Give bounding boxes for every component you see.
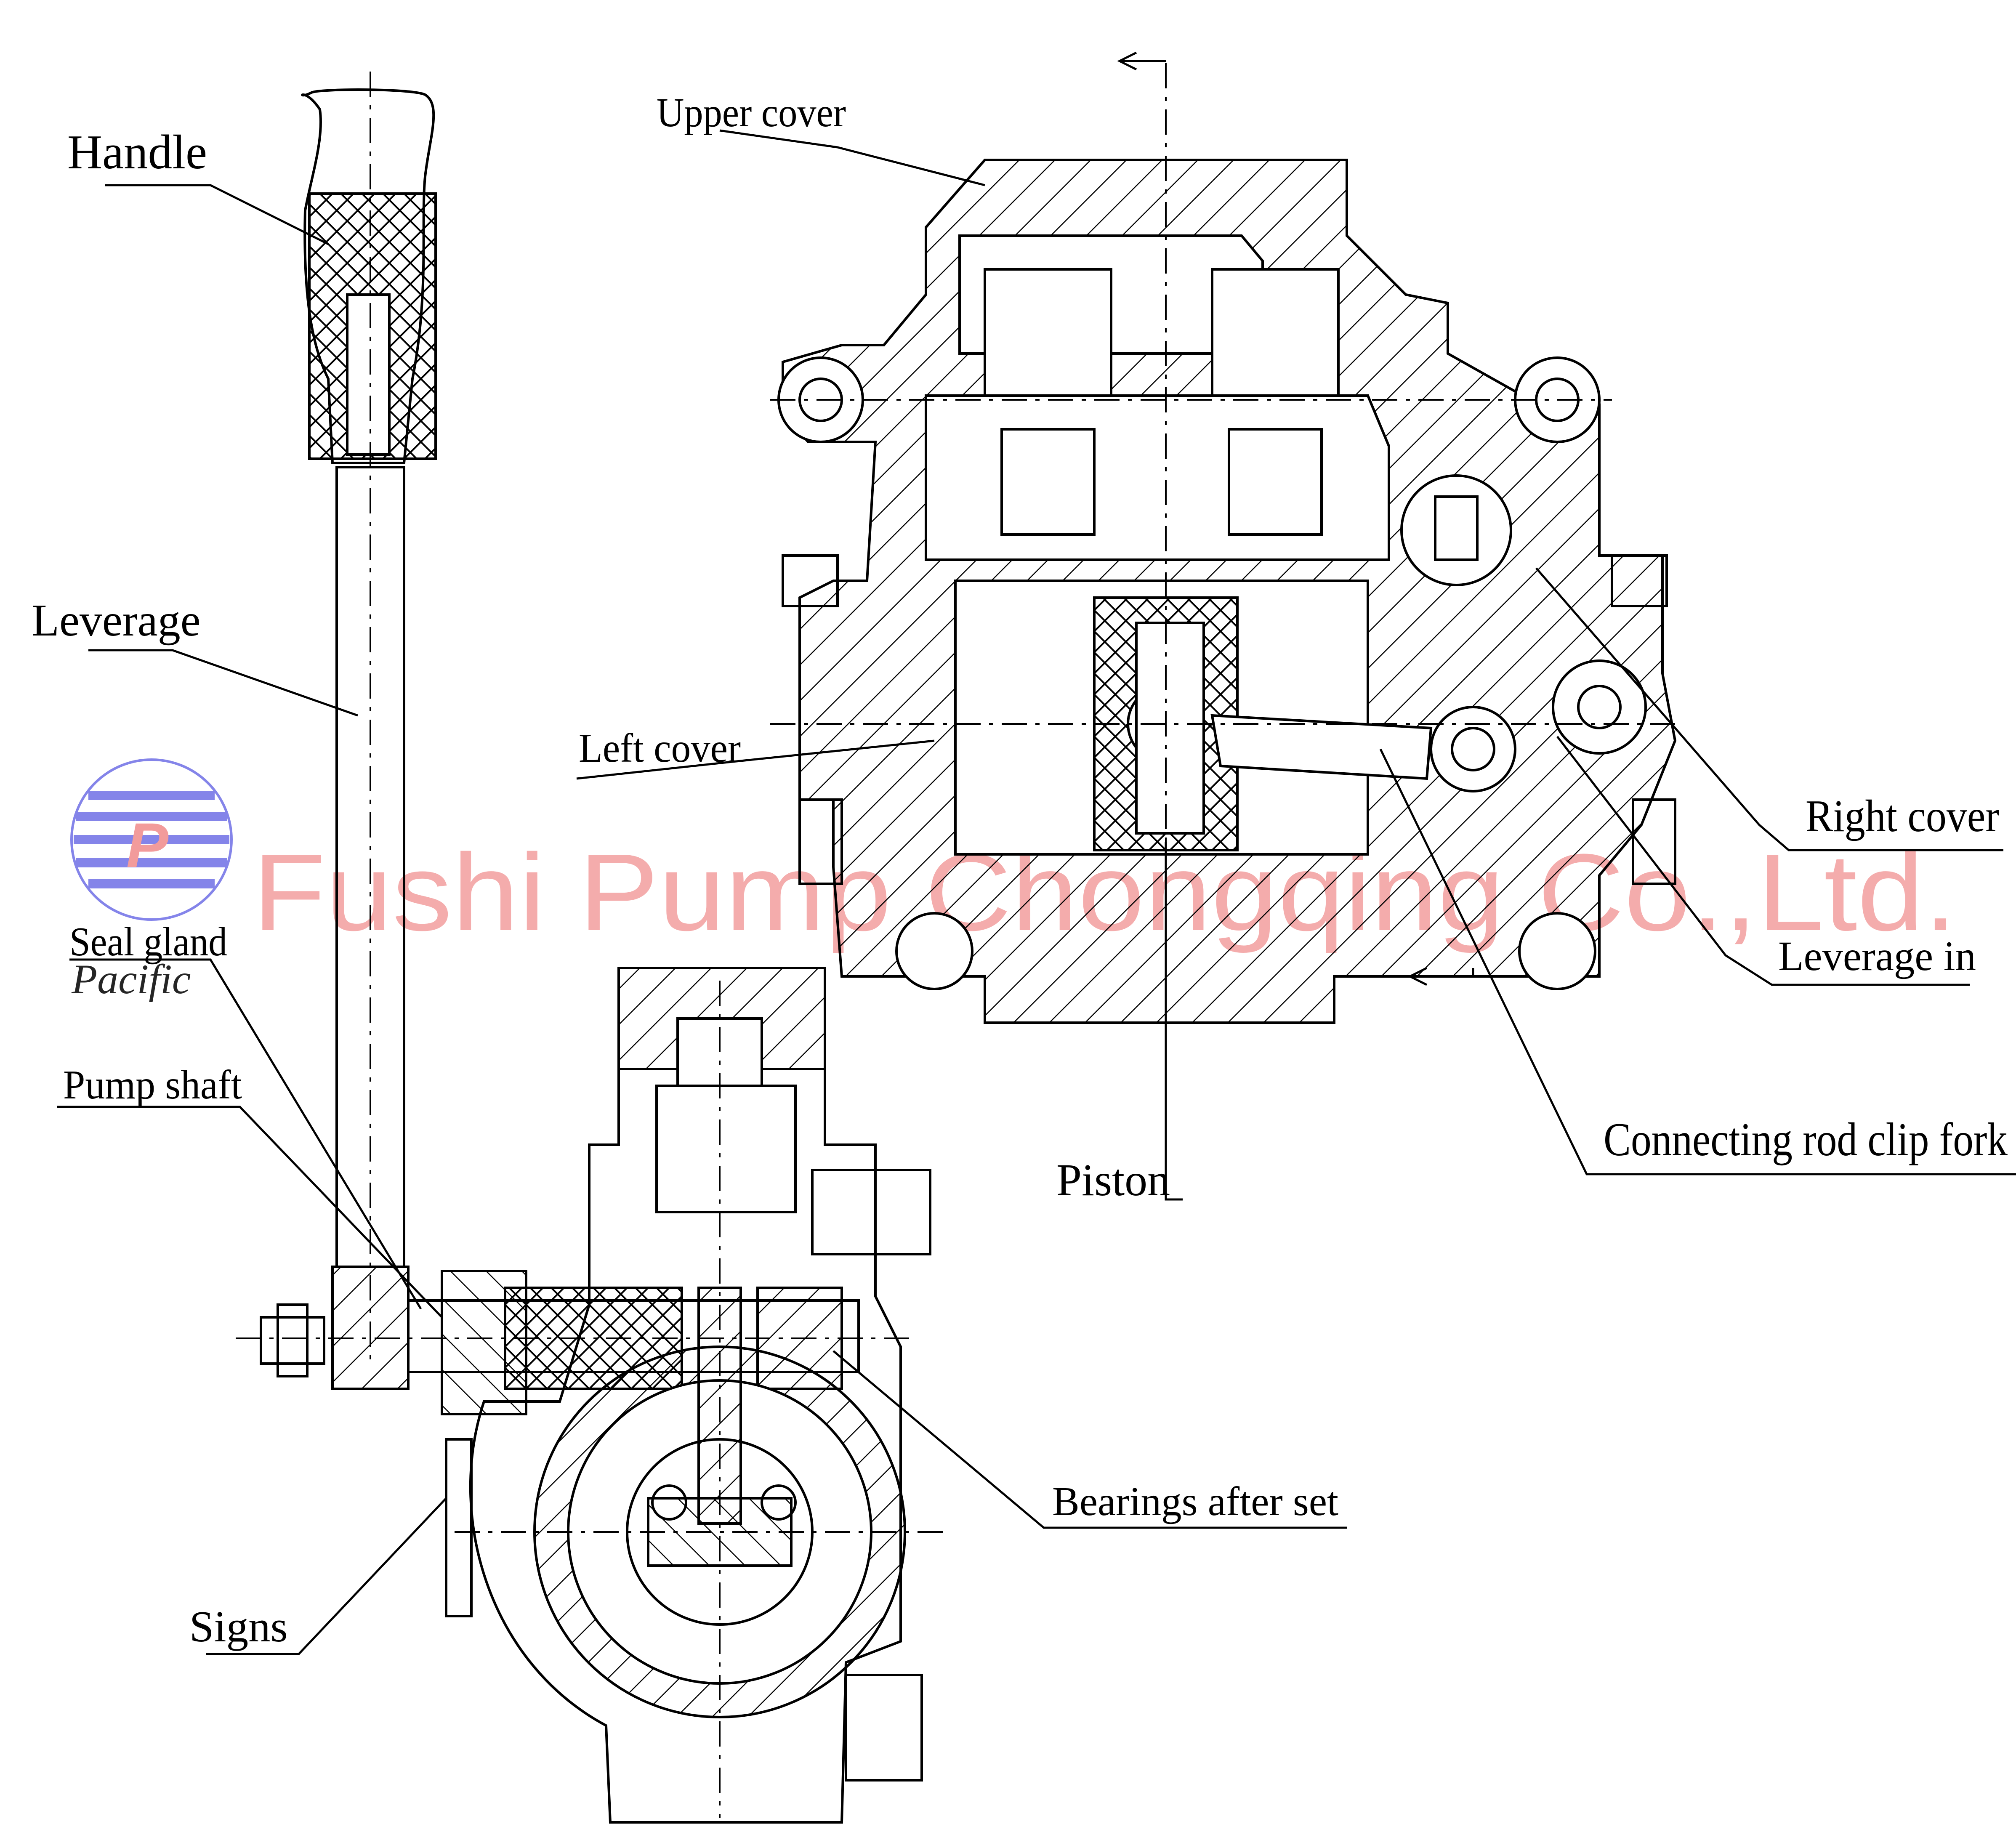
label-bearings-after-set: Bearings after set xyxy=(1052,1479,1338,1524)
label-leverage-in: Leverage in xyxy=(1778,933,1976,979)
label-piston: Piston xyxy=(1056,1155,1170,1205)
label-upper-cover: Upper cover xyxy=(657,90,846,136)
handle-drawing xyxy=(301,72,437,1368)
watermark-logo-script: Pacific xyxy=(71,956,191,1002)
svg-text:P: P xyxy=(126,810,169,880)
pump-shaft-assembly xyxy=(236,1270,909,1415)
label-handle: Handle xyxy=(67,125,207,179)
label-pump-shaft: Pump shaft xyxy=(63,1062,242,1108)
label-connecting-rod-clip-fork: Connecting rod clip fork xyxy=(1604,1114,2008,1166)
upper-pump-body xyxy=(770,51,1679,1027)
label-leverage: Leverage xyxy=(32,596,201,646)
leverage-bar xyxy=(331,466,410,1390)
lower-pump-body xyxy=(445,967,951,1824)
label-seal-gland: Seal gland xyxy=(69,919,227,965)
label-left-cover: Left cover xyxy=(579,726,741,771)
label-right-cover: Right cover xyxy=(1806,791,1999,841)
label-signs: Signs xyxy=(189,1602,287,1651)
leader-lines xyxy=(57,129,2016,1655)
watermark-logo: P xyxy=(70,758,233,921)
